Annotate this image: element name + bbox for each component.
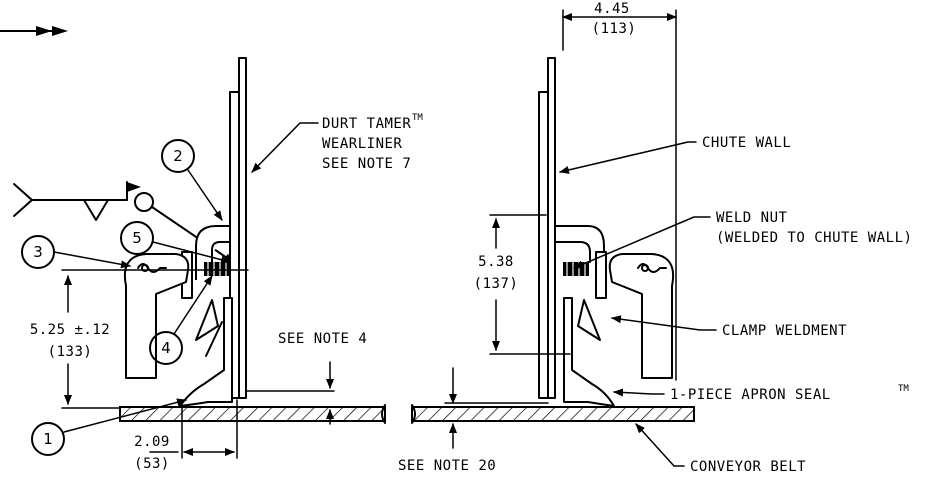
dim-note-4: SEE NOTE 4 — [245, 331, 367, 425]
dim-right-height: 5.38 (137) — [474, 214, 571, 355]
wearliner-label-line3: SEE NOTE 7 — [322, 156, 411, 172]
apron-seal-tm: TM — [898, 384, 909, 394]
see-note-4-label: SEE NOTE 4 — [278, 331, 367, 347]
weld-symbol — [13, 181, 234, 263]
dim-bottom-width-mm: (53) — [134, 456, 170, 472]
svg-text:1: 1 — [43, 430, 53, 448]
callout-apron-seal: 1-PIECE APRON SEAL TM — [613, 384, 909, 403]
callout-clamp-weldment: CLAMP WELDMENT — [611, 315, 847, 339]
left-wearliner — [229, 91, 240, 399]
conveyor-belt-label: CONVEYOR BELT — [690, 459, 806, 475]
left-assembly — [124, 57, 247, 407]
balloon-2: 2 — [161, 139, 223, 221]
dim-top-width-mm: (113) — [592, 21, 637, 37]
dim-bottom-width-value: 2.09 — [134, 434, 170, 450]
weld-nut-label-line1: WELD NUT — [716, 210, 788, 226]
dim-top-width-value: 4.45 — [594, 1, 630, 17]
svg-text:2: 2 — [173, 147, 183, 165]
left-conveyor-belt — [119, 404, 386, 424]
left-spring — [204, 262, 230, 276]
callout-chute-wall: CHUTE WALL — [559, 135, 791, 174]
wearliner-label-line1: DURT TAMER — [322, 116, 411, 132]
svg-text:3: 3 — [33, 243, 43, 261]
weld-nut-label-line2: (WELDED TO CHUTE WALL) — [716, 230, 912, 246]
left-chute-wall — [238, 57, 247, 399]
dim-left-height-mm: (133) — [48, 344, 93, 360]
right-assembly — [538, 57, 674, 407]
chute-wall-label: CHUTE WALL — [702, 135, 791, 151]
callout-wearliner: DURT TAMER TM WEARLINER SEE NOTE 7 — [251, 113, 423, 173]
balloon-3: 3 — [21, 235, 131, 269]
balloon-5: 5 — [120, 221, 231, 264]
callout-weld-nut: WELD NUT (WELDED TO CHUTE WALL) — [573, 210, 912, 269]
see-note-20-label: SEE NOTE 20 — [398, 458, 496, 474]
right-apron-seal — [563, 297, 615, 407]
balloon-4: 4 — [149, 275, 213, 365]
balloon-1: 1 — [31, 398, 187, 456]
right-conveyor-belt — [411, 404, 695, 424]
svg-text:4: 4 — [161, 339, 171, 357]
dim-top-width: 4.45 (113) — [562, 1, 677, 381]
wearliner-tm: TM — [412, 113, 423, 123]
dim-right-height-value: 5.38 — [478, 254, 514, 270]
callout-conveyor-belt: CONVEYOR BELT — [635, 423, 806, 475]
left-apron-seal — [179, 297, 233, 407]
dim-bottom-width: 2.09 (53) — [134, 399, 238, 472]
dim-left-height: 5.25 ±.12 (133) — [30, 269, 249, 409]
right-spring — [563, 262, 589, 276]
wearliner-label-line2: WEARLINER — [322, 136, 402, 152]
apron-seal-label: 1-PIECE APRON SEAL — [670, 387, 831, 403]
clamp-weldment-label: CLAMP WELDMENT — [722, 323, 847, 339]
dim-left-height-value: 5.25 ±.12 — [30, 322, 110, 338]
dim-note-20: SEE NOTE 20 — [398, 367, 549, 474]
svg-text:5: 5 — [132, 229, 142, 247]
right-chute-wall — [547, 57, 556, 399]
right-wearliner — [538, 91, 549, 399]
flow-direction-arrow — [0, 26, 68, 36]
dim-right-height-mm: (137) — [474, 276, 519, 292]
